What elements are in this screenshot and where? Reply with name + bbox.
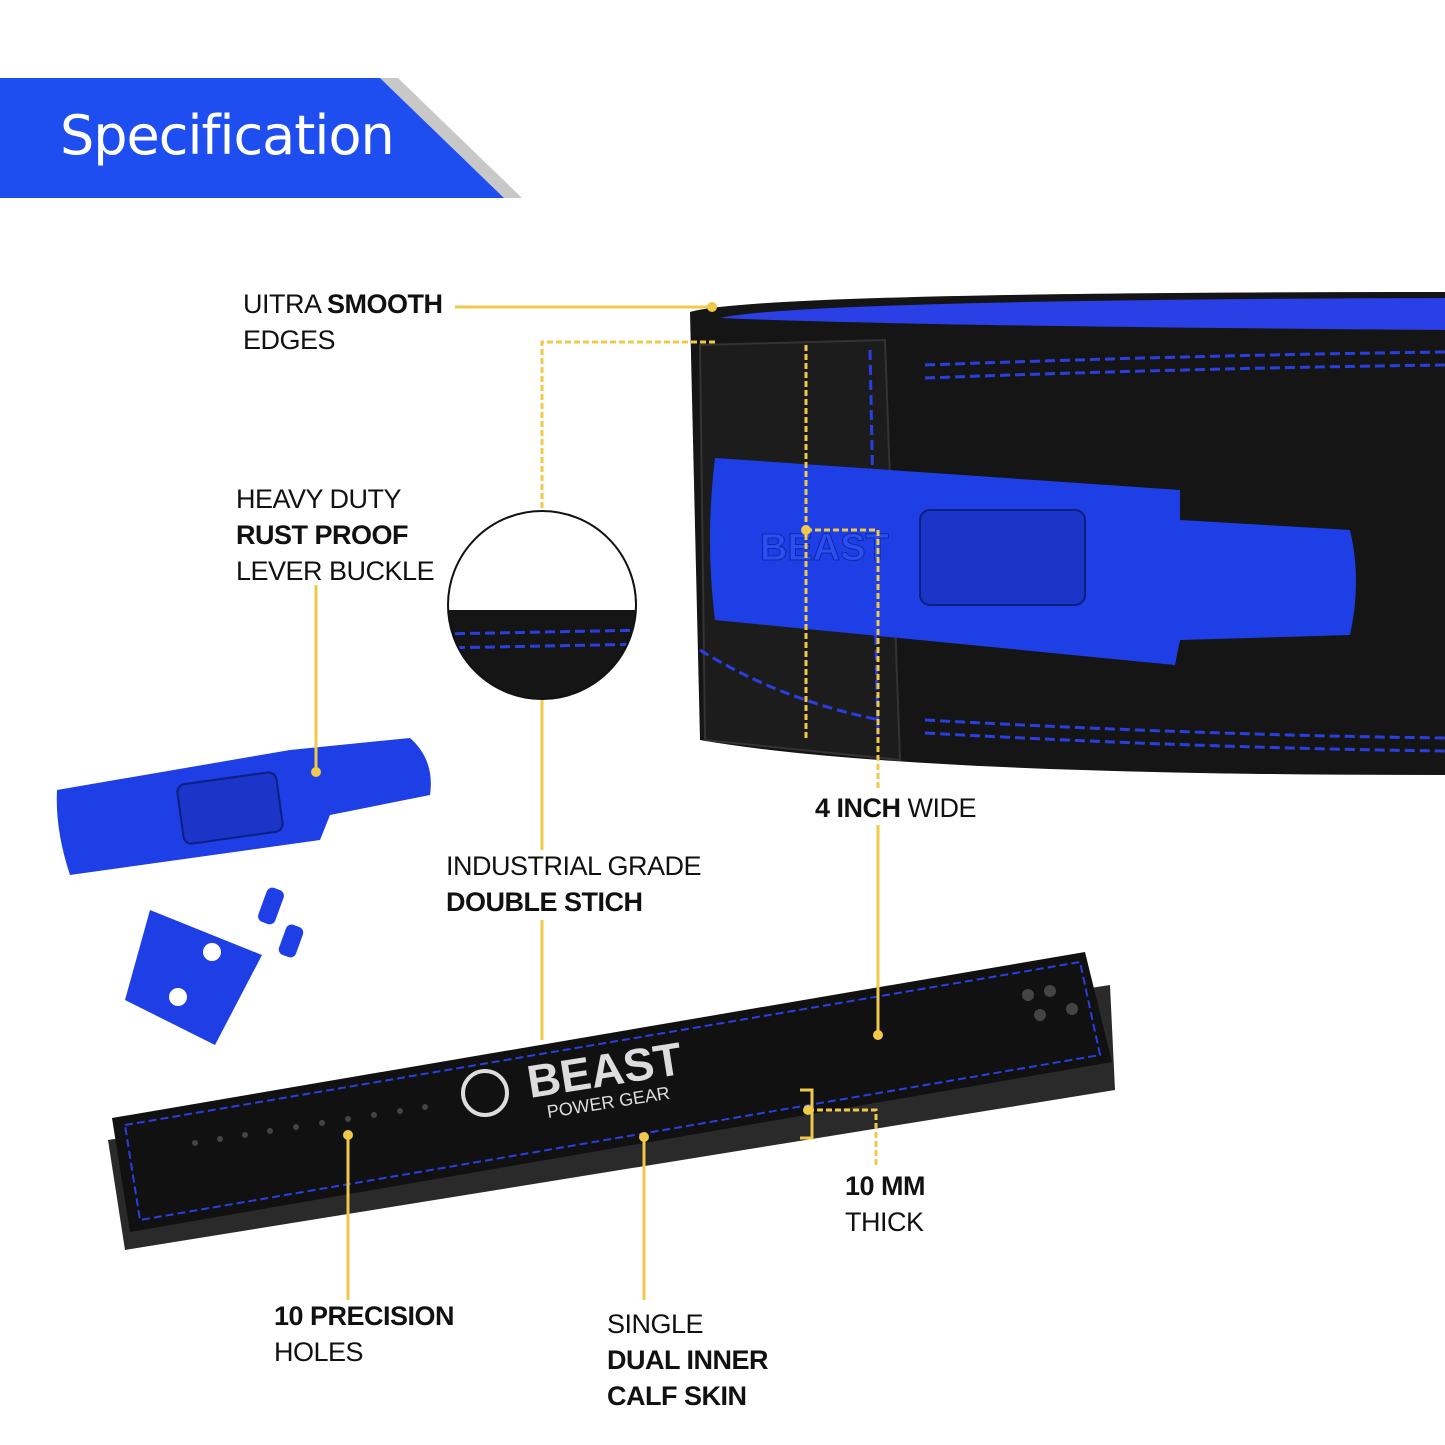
label-text-bold: 4 INCH	[815, 793, 901, 823]
label-text: HOLES	[274, 1337, 364, 1367]
label-text-bold: 10 PRECISION	[274, 1301, 455, 1331]
label-text: UITRA	[243, 289, 328, 319]
label-text-bold: 10 MM	[845, 1171, 926, 1201]
label-smooth-edges: UITRA SMOOTH EDGES	[243, 286, 443, 358]
leader-dots	[311, 302, 883, 1142]
detached-buckle-image	[56, 738, 431, 1045]
bear-logo-icon	[461, 1069, 509, 1117]
label-text: WIDE	[900, 793, 977, 823]
label-text: SINGLE	[607, 1309, 704, 1339]
page-title: Specification	[60, 104, 395, 167]
belt-flat-image: BEAST POWER GEAR	[108, 952, 1115, 1250]
label-text: THICK	[845, 1207, 924, 1237]
label-text-bold: RUST PROOF	[236, 520, 409, 550]
label-holes: 10 PRECISION HOLES	[274, 1298, 455, 1370]
buckle-embossed-logo: BEAST	[760, 527, 889, 569]
label-double-stitch: INDUSTRIAL GRADE DOUBLE STICH	[446, 848, 702, 920]
label-calf-skin: SINGLE DUAL INNER CALF SKIN	[607, 1306, 769, 1414]
lever-buckle-image: BEAST	[710, 458, 1356, 665]
label-width: 4 INCH WIDE	[815, 790, 977, 826]
banner-background	[0, 78, 522, 198]
label-text-bold: DOUBLE STICH	[446, 887, 643, 917]
leader-lines	[314, 305, 880, 1300]
label-text: EDGES	[243, 325, 336, 355]
label-text-bold: CALF SKIN	[607, 1381, 747, 1411]
label-lever-buckle: HEAVY DUTY RUST PROOF LEVER BUCKLE	[236, 481, 435, 589]
label-text: LEVER BUCKLE	[236, 556, 435, 586]
label-text-bold: SMOOTH	[327, 289, 443, 319]
label-text: HEAVY DUTY	[236, 484, 402, 514]
label-text-bold: DUAL INNER	[607, 1345, 769, 1375]
label-text: INDUSTRIAL GRADE	[446, 851, 702, 881]
label-thickness: 10 MM THICK	[845, 1168, 926, 1240]
stitch-closeup-circle	[447, 510, 637, 700]
